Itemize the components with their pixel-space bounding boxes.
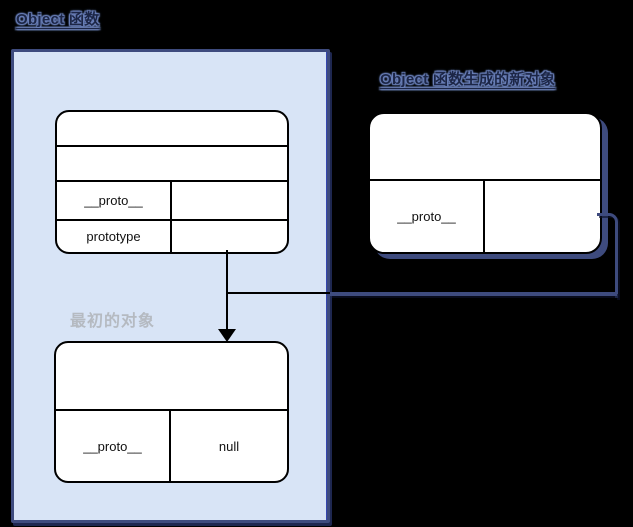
prototype-row: prototype: [57, 219, 287, 252]
proto-key-cell: __proto__: [370, 181, 485, 252]
new-object-proto-connector-bottom: [330, 292, 617, 296]
node-empty-row: [57, 145, 287, 180]
proto-row: __proto__: [370, 179, 600, 252]
proto-row: __proto__ null: [56, 409, 287, 481]
initial-object-label: 最初的对象: [70, 313, 156, 330]
branch-line: [227, 292, 330, 294]
prototype-key-cell: prototype: [57, 221, 172, 252]
proto-value-cell: [485, 181, 600, 252]
new-object-title: Object 函数生成的新对象: [380, 71, 556, 88]
node-header-row: [370, 114, 600, 179]
object-function-box: __proto__ prototype: [55, 110, 289, 254]
node-header-row: [57, 112, 287, 145]
arrowhead-down-icon: [218, 329, 236, 342]
new-object-proto-connector-elbow: [597, 213, 618, 298]
prototype-to-initial-line: [226, 250, 228, 332]
proto-key-cell: __proto__: [57, 182, 172, 219]
object-function-title: Object 函数: [16, 11, 100, 28]
new-object-box: __proto__: [368, 112, 602, 254]
proto-key-label: __proto__: [397, 209, 456, 224]
proto-key-cell: __proto__: [56, 411, 171, 481]
node-header-row: [56, 343, 287, 409]
proto-value-label: null: [218, 438, 240, 454]
proto-value-cell: null: [171, 411, 287, 481]
prototype-value-cell: [172, 221, 287, 252]
proto-key-label: __proto__: [83, 438, 142, 454]
prototype-key-label: prototype: [86, 229, 141, 244]
proto-key-label: __proto__: [84, 193, 143, 208]
proto-row: __proto__: [57, 180, 287, 219]
proto-value-cell: [172, 182, 287, 219]
initial-object-box: __proto__ null: [54, 341, 289, 483]
